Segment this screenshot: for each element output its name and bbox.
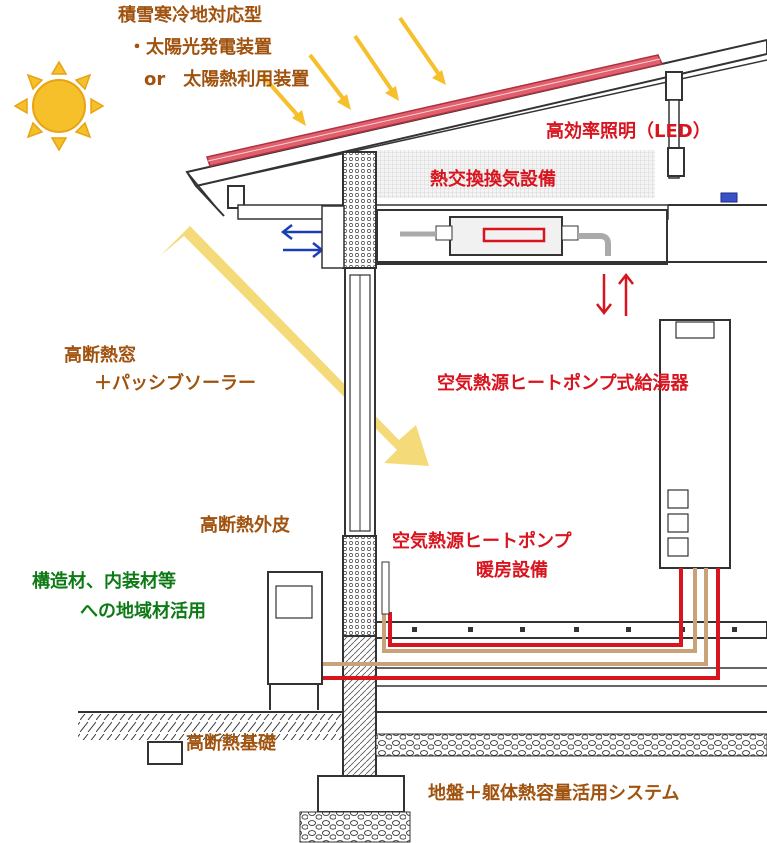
foundation bbox=[299, 775, 411, 843]
outdoor-heatpump-unit bbox=[267, 571, 323, 710]
label-high-insulation-envelope: 高断熱外皮 bbox=[200, 515, 290, 536]
label-heat-exchange: 熱交換換気設備 bbox=[430, 169, 556, 190]
ventilation-arrows bbox=[280, 224, 325, 258]
radiator bbox=[381, 561, 390, 615]
label-passive-solar: ＋パッシブソーラー bbox=[94, 373, 256, 394]
label-solar-pv: ・太陽光発電装置 bbox=[128, 37, 272, 58]
label-local-material-1: 構造材、内装材等 bbox=[32, 571, 176, 592]
label-high-insulation-foundation: 高断熱基礎 bbox=[186, 733, 276, 754]
solar-panels bbox=[206, 54, 664, 167]
label-heatpump-water-heater: 空気熱源ヒートポンプ式給湯器 bbox=[437, 373, 689, 394]
floor bbox=[375, 621, 767, 713]
label-led: 高効率照明（LED） bbox=[546, 121, 711, 142]
label-ground-thermal-mass: 地盤＋躯体熱容量活用システム bbox=[428, 783, 680, 804]
label-high-insulation-window: 高断熱窓 bbox=[64, 345, 136, 366]
label-solar-thermal: or 太陽熱利用装置 bbox=[144, 69, 310, 90]
high-insulation-window bbox=[344, 267, 376, 537]
sun-icon bbox=[13, 60, 105, 152]
heat-exchange-unit bbox=[400, 216, 611, 256]
label-heatpump-heating-1: 空気熱源ヒートポンプ bbox=[392, 531, 572, 552]
label-local-material-2: への地域材活用 bbox=[80, 601, 206, 622]
led-light-icon bbox=[720, 192, 738, 203]
foundation-insulation bbox=[147, 741, 183, 765]
label-snow-cold: 積雪寒冷地対応型 bbox=[118, 5, 262, 26]
insulated-wall bbox=[321, 151, 377, 777]
heatpump-water-heater bbox=[659, 319, 731, 569]
ground bbox=[78, 711, 767, 757]
airflow-updown-arrows bbox=[596, 272, 634, 316]
label-heatpump-heating-2: 暖房設備 bbox=[476, 560, 548, 581]
attic-space bbox=[377, 150, 655, 198]
heating-pipes bbox=[318, 568, 720, 680]
solar-ray-arrows bbox=[260, 16, 446, 126]
